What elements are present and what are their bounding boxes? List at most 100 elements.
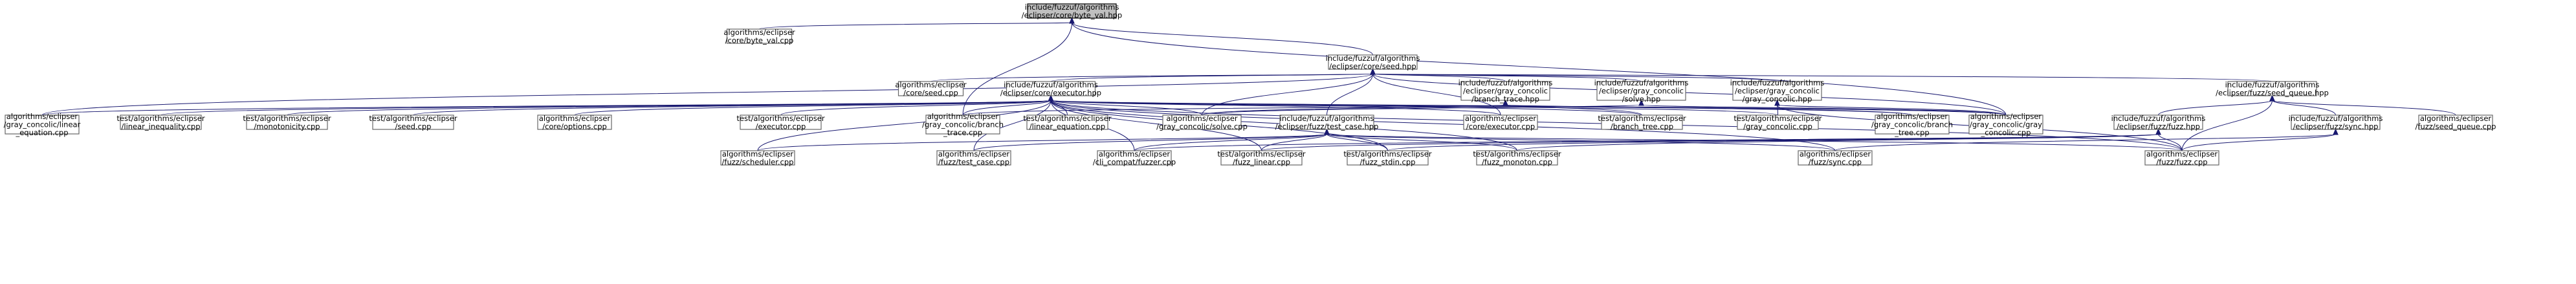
node-sync-cpp[interactable]: algorithms/eclipser/fuzz/sync.cpp xyxy=(1798,149,1873,167)
node-label-line: /fuzz/seed_queue.cpp xyxy=(2416,122,2496,131)
node-box xyxy=(740,115,822,130)
arrowhead xyxy=(1503,99,1508,106)
node-solve-h[interactable]: include/fuzzuf/algorithms/eclipser/gray_… xyxy=(1594,78,1689,104)
node-box xyxy=(2418,115,2493,130)
edge-line xyxy=(1834,133,2336,151)
edge-line xyxy=(780,100,1051,116)
node-executor-h[interactable]: include/fuzzuf/algorithms/eclipser/core/… xyxy=(1000,80,1101,98)
node-gc-branch-trace[interactable]: algorithms/eclipser/gray_concolic/branch… xyxy=(922,112,1004,137)
arrowhead xyxy=(2333,128,2339,135)
dependency-edge-t_fuzz_stdin-to-test_case_h xyxy=(1324,128,1388,151)
file-nodes: include/fuzzuf/algorithms/eclipser/core/… xyxy=(4,3,2496,167)
node-label-line: /solve.hpp xyxy=(1622,94,1661,104)
node-label-line: test/algorithms/eclipser xyxy=(369,114,457,123)
edge-line xyxy=(1261,133,1327,151)
node-label-line: /fuzz/scheduler.cpp xyxy=(722,157,794,166)
edge-line xyxy=(1641,104,2007,116)
node-test-case-h[interactable]: include/fuzzuf/algorithms/eclipser/fuzz/… xyxy=(1275,114,1379,131)
node-label-line: /branch_trace.hpp xyxy=(1471,94,1539,104)
node-box xyxy=(2227,81,2317,96)
node-t-executor[interactable]: test/algorithms/eclipser/executor.cpp xyxy=(736,114,824,131)
node-label-line: algorithms/eclipser xyxy=(895,80,967,89)
node-t-linear-ineq[interactable]: test/algorithms/eclipser/linear_inequali… xyxy=(116,114,204,131)
node-seed-cpp[interactable]: algorithms/eclipser/core/seed.cpp xyxy=(895,80,967,98)
node-branch-trace-h[interactable]: include/fuzzuf/algorithms/eclipser/gray_… xyxy=(1459,78,1553,104)
node-label-line: /core/options.cpp xyxy=(542,122,607,131)
node-test-case-cpp[interactable]: algorithms/eclipser/fuzz/test_case.cpp xyxy=(936,149,1011,167)
arrowhead xyxy=(1048,94,1054,102)
node-box xyxy=(2144,150,2219,166)
node-label-line: test/algorithms/eclipser xyxy=(1473,149,1561,158)
arrowhead xyxy=(2155,128,2161,135)
node-t-fuzz-monoton[interactable]: test/algorithms/eclipser/fuzz_monoton.cp… xyxy=(1473,149,1561,167)
node-seed-queue-h[interactable]: include/fuzzuf/algorithms/eclipser/fuzz/… xyxy=(2216,80,2329,98)
node-cli-compat[interactable]: algorithms/eclipser/cli_compat/fuzzer.cp… xyxy=(1093,149,1176,167)
arrowhead xyxy=(1069,17,1075,24)
node-label-line: algorithms/eclipser xyxy=(1166,114,1238,123)
node-label-line: algorithms/eclipser xyxy=(723,28,795,37)
node-t-monotonicity[interactable]: test/algorithms/eclipser/monotonicity.cp… xyxy=(243,114,331,131)
node-label-line: algorithms/eclipser xyxy=(1877,112,1948,121)
node-core-executor[interactable]: algorithms/eclipser/core/executor.cpp xyxy=(1463,114,1538,131)
edge-line xyxy=(962,100,1051,116)
edge-line xyxy=(1777,104,2007,116)
node-gc-solve[interactable]: algorithms/eclipser/gray_concolic/solve.… xyxy=(1156,114,1248,131)
node-box xyxy=(1476,150,1558,166)
edge-line xyxy=(41,73,1373,116)
node-byteval-h[interactable]: include/fuzzuf/algorithms/eclipser/core/… xyxy=(1022,3,1122,20)
node-sync-h[interactable]: include/fuzzuf/algorithms/eclipser/fuzz/… xyxy=(2289,114,2383,131)
node-fuzz-cpp[interactable]: algorithms/eclipser/fuzz/fuzz.cpp xyxy=(2144,149,2219,167)
node-label-line: /gray_concolic/gray xyxy=(1970,120,2042,129)
node-label-line: /gray_concolic.cpp xyxy=(1743,122,1812,131)
dependency-edge-fuzz_h-to-seed_queue_h xyxy=(2158,94,2275,116)
node-core-options[interactable]: algorithms/eclipser/core/options.cpp xyxy=(537,114,612,131)
edge-line xyxy=(1505,104,2007,116)
node-box xyxy=(120,115,202,130)
node-gc-linear-eq[interactable]: algorithms/eclipser/gray_concolic/linear… xyxy=(4,112,81,137)
node-label-line: include/fuzzuf/algorithms xyxy=(1004,80,1098,89)
dependency-edge-test_case_cpp-to-test_case_h xyxy=(973,128,1330,151)
node-t-seed[interactable]: test/algorithms/eclipser/seed.cpp xyxy=(369,114,457,131)
edge-line xyxy=(2272,100,2456,116)
node-label-line: _concolic.cpp xyxy=(1980,128,2031,137)
node-t-fuzz-linear[interactable]: test/algorithms/eclipser/fuzz_linear.cpp xyxy=(1217,149,1305,167)
edge-line xyxy=(1387,133,2159,151)
node-t-gray-concolic[interactable]: test/algorithms/eclipser/gray_concolic.c… xyxy=(1734,114,1822,131)
edge-line xyxy=(1372,73,2273,82)
node-label-line: algorithms/eclipser xyxy=(1970,112,2042,121)
node-scheduler-cpp[interactable]: algorithms/eclipser/fuzz/scheduler.cpp xyxy=(720,149,795,167)
node-label-line: _tree.cpp xyxy=(1894,128,1929,137)
dependency-edge-seed_cpp-to-seed_h xyxy=(930,68,1376,82)
dependency-edge-gc_branch_trace-to-byteval_h xyxy=(962,17,1075,116)
node-fuzz-h[interactable]: include/fuzzuf/algorithms/eclipser/fuzz/… xyxy=(2111,114,2206,131)
node-t-linear-eq[interactable]: test/algorithms/eclipser/linear_equation… xyxy=(1023,114,1111,131)
edge-line xyxy=(757,133,1327,151)
edge-line xyxy=(1327,133,1836,151)
node-label-line: test/algorithms/eclipser xyxy=(1217,149,1305,158)
node-label-line: _equation.cpp xyxy=(15,128,68,137)
node-label-line: include/fuzzuf/algorithms xyxy=(2111,114,2206,123)
node-gc-gray-concolic[interactable]: algorithms/eclipser/gray_concolic/gray_c… xyxy=(1968,112,2043,137)
node-label-line: /fuzz_linear.cpp xyxy=(1233,157,1290,166)
node-seed-h[interactable]: include/fuzzuf/algorithms/eclipser/core/… xyxy=(1326,54,1420,71)
node-t-branch-tree[interactable]: test/algorithms/eclipser/branch_tree.cpp xyxy=(1598,114,1686,131)
node-t-fuzz-stdin[interactable]: test/algorithms/eclipser/fuzz_stdin.cpp xyxy=(1343,149,1431,167)
node-label-line: test/algorithms/eclipser xyxy=(736,114,824,123)
node-label-line: /executor.cpp xyxy=(756,122,806,131)
node-box xyxy=(1798,150,1873,166)
node-label-line: /monotonicity.cpp xyxy=(254,122,320,131)
node-box xyxy=(1968,115,2043,135)
dependency-edge-gc_solve-to-branch_trace_h xyxy=(1202,99,1508,116)
node-label-line: include/fuzzuf/algorithms xyxy=(1594,78,1689,87)
node-box xyxy=(1732,81,1822,101)
node-label-line: algorithms/eclipser xyxy=(2420,114,2492,123)
edge-line xyxy=(973,133,1327,151)
node-gc-branch-tree[interactable]: algorithms/eclipser/gray_concolic/branch… xyxy=(1871,112,1953,137)
node-gray-concolic-h[interactable]: include/fuzzuf/algorithms/eclipser/gray_… xyxy=(1730,78,1825,104)
node-seed-queue-cpp[interactable]: algorithms/eclipser/fuzz/seed_queue.cpp xyxy=(2416,114,2496,131)
node-label-line: /linear_inequality.cpp xyxy=(122,122,201,131)
node-label-line: include/fuzzuf/algorithms xyxy=(1280,114,1374,123)
edge-line xyxy=(1050,100,1202,116)
node-byteval-cpp[interactable]: algorithms/eclipser/core/byte_val.cpp xyxy=(723,28,795,45)
node-label-line: _trace.cpp xyxy=(943,128,982,137)
